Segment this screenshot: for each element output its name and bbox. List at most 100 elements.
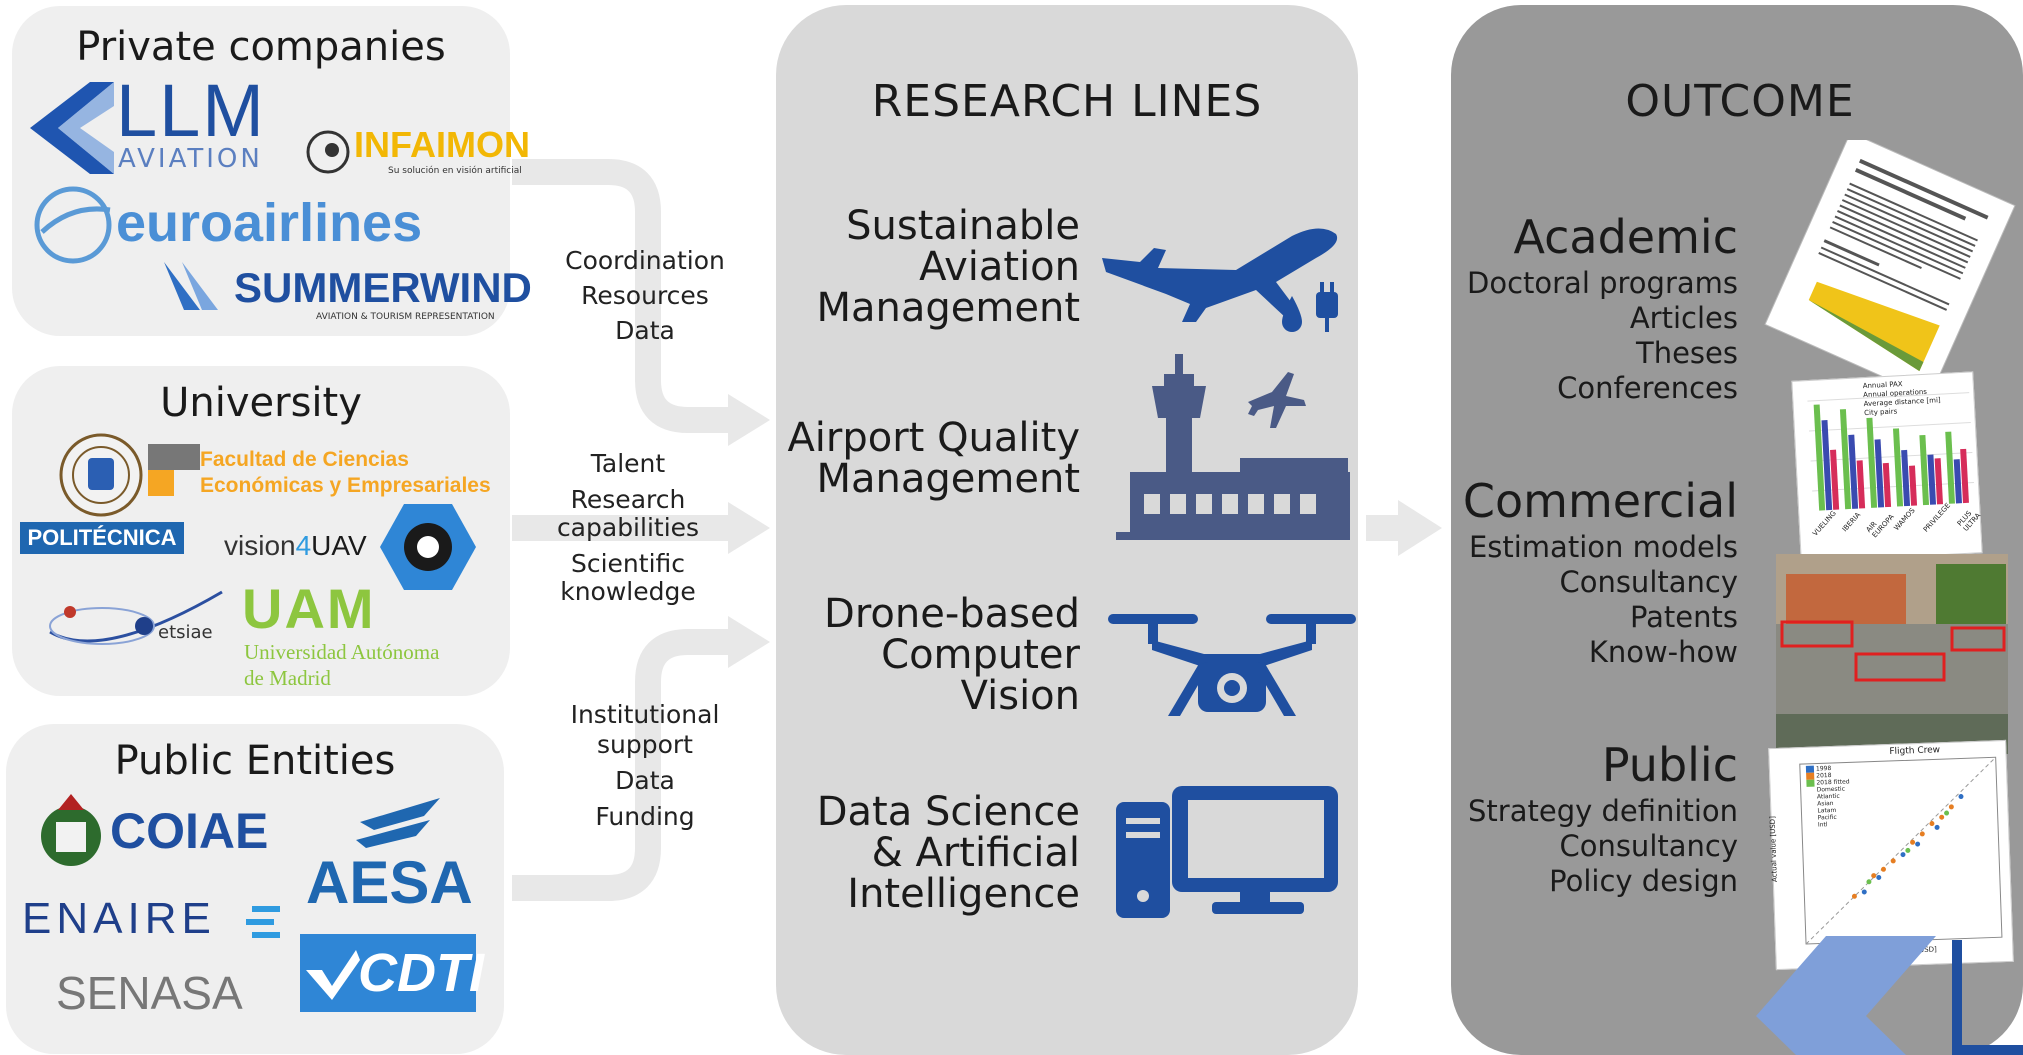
outcome-public-heading: Public (1601, 738, 1738, 792)
research-line-1-label-b: Aviation (919, 244, 1080, 290)
summerwind-tagline: AVIATION & TOURISM REPRESENTATION (316, 312, 495, 322)
bar-chart-thumbnail: Annual PAX Annual operations Average dis… (1791, 371, 1983, 563)
llm-logo: LLM (116, 69, 266, 152)
scatter-legend-9: Intl (1817, 821, 1828, 829)
cdti-logo: CDTI (300, 934, 484, 1012)
outcome-public-items: Strategy definition Consultancy Policy d… (1468, 794, 1738, 899)
research-line-4-label-b: & Artificial (871, 830, 1080, 876)
vision4uav-logo: vision4UAV (224, 530, 367, 562)
research-line-3-label-b: Computer (881, 632, 1080, 678)
senasa-logo: SENASA (56, 967, 243, 1019)
research-line-3-label: Drone-based Computer Vision (824, 594, 1080, 717)
outcome-public-item-1: Strategy definition (1468, 794, 1738, 828)
outcome-commercial-heading: Commercial (1462, 474, 1738, 528)
facultad-line1: Facultad de Ciencias (200, 448, 409, 471)
uam-logo: UAM (242, 577, 376, 640)
flow-university-1: Talent (590, 449, 666, 478)
vision4uav-b: 4 (295, 530, 312, 561)
outcome-commercial-item-2: Consultancy (1559, 565, 1738, 599)
upm-seal-icon (59, 433, 143, 517)
flow-university-3: Scientific knowledge (560, 549, 696, 606)
outcome-academic-heading: Academic (1513, 210, 1738, 264)
llm-aviation-text: AVIATION (118, 144, 263, 174)
etsiae-orbit-icon (49, 590, 223, 645)
private-companies-title: Private companies (76, 24, 446, 70)
cdti-check-icon (306, 950, 360, 1000)
euroairlines-logo: euroairlines (116, 192, 422, 254)
research-line-1-label: Sustainable Aviation Management (817, 206, 1081, 329)
flow-labels-university: Talent Research capabilities Scientific … (528, 450, 728, 606)
outcome-academic-items: Doctoral programs Articles Theses Confer… (1467, 266, 1738, 406)
research-line-4-label-a: Data Science (816, 789, 1080, 835)
llm-chevron-icon (30, 82, 114, 174)
scatter-thumb-legend: 1998 2018 2018 fitted Domestic Atlantic … (1805, 764, 1851, 829)
scatter-thumb-plot (1799, 756, 2003, 945)
airplane-icon (1102, 228, 1338, 332)
university-panel: University POLITÉCNICA Facultad de Cienc… (12, 366, 510, 696)
research-line-4-label: Data Science & Artificial Intelligence (817, 792, 1080, 915)
flow-public-3: Funding (595, 802, 695, 831)
research-line-1-label-a: Sustainable (846, 203, 1080, 249)
eye-icon (306, 130, 350, 174)
outcome-public-item-3: Policy design (1549, 864, 1738, 898)
coiae-logo: COIAE (110, 803, 269, 859)
private-companies-panel: Private companies LLM AVIATION INFAIMON … (12, 6, 532, 336)
research-line-4-label-c: Intelligence (847, 871, 1080, 917)
flow-private-3: Data (615, 316, 675, 345)
facultad-squares-icon (148, 444, 200, 496)
research-line-2-label-b: Management (816, 456, 1081, 502)
enaire-logo: ENAIRE (22, 894, 216, 943)
infaimon-logo: INFAIMON (354, 124, 530, 165)
vision4uav-a: vision (224, 530, 296, 561)
outcome-title: OUTCOME (1625, 76, 1855, 127)
outcome-academic-item-2: Articles (1629, 301, 1738, 335)
flow-public-2: Data (615, 766, 675, 795)
summerwind-wing-icon (164, 262, 218, 310)
coiae-crest-icon (41, 794, 101, 866)
enaire-lines-icon (246, 906, 280, 938)
flow-private-2: Resources (581, 281, 709, 310)
aesa-logo: AESA (306, 849, 473, 916)
research-line-1: Sustainable Aviation Management (780, 206, 1081, 336)
flow-labels-private: Coordination Resources Data (545, 243, 745, 348)
outcome-academic-item-3: Theses (1636, 336, 1738, 370)
public-entities-title: Public Entities (114, 738, 396, 784)
outcome-public: Public Strategy definition Consultancy P… (1450, 738, 1738, 918)
outcome-commercial-item-3: Patents (1629, 600, 1738, 634)
euroairlines-text: euroairlines (116, 193, 423, 253)
airport-tower-icon (1116, 354, 1350, 540)
flow-public-1: Institutional support (570, 700, 720, 759)
research-line-2-label: Airport Quality Management (787, 418, 1080, 500)
outcome-academic-item-4: Conferences (1557, 371, 1738, 405)
outcome-academic-item-1: Doctoral programs (1467, 266, 1738, 300)
bar-chart-thumb-legend: Annual PAX Annual operations Average dis… (1863, 378, 1942, 418)
public-entities-panel: Public Entities COIAE AESA ENAIRE CDTI S… (6, 724, 504, 1054)
flow-labels-public: Institutional support Data Funding (545, 700, 745, 832)
bar-chart-thumb-bars (1807, 392, 1974, 511)
vision4uav-hexagon-icon (380, 504, 476, 590)
research-line-3-label-a: Drone-based (824, 591, 1080, 637)
research-line-1-label-c: Management (816, 285, 1081, 331)
outcome-academic: Academic Doctoral programs Articles Thes… (1450, 210, 1738, 410)
research-line-2: Airport Quality Management (780, 418, 1080, 508)
cdti-text: CDTI (358, 943, 484, 1003)
research-line-3: Drone-based Computer Vision (780, 594, 1080, 724)
outcome-public-item-2: Consultancy (1559, 829, 1738, 863)
research-line-4: Data Science & Artificial Intelligence (780, 792, 1080, 922)
euroairlines-globe-icon (34, 186, 112, 264)
flow-university-2: Research capabilities (556, 485, 700, 542)
outcome-commercial-item-1: Estimation models (1468, 530, 1738, 564)
aesa-wing-icon (356, 798, 440, 848)
etsiae-logo: etsiae (158, 622, 213, 643)
computer-icon (1116, 786, 1338, 918)
research-line-2-label-a: Airport Quality (787, 415, 1080, 461)
research-line-3-label-c: Vision (960, 673, 1080, 719)
road-photo-thumbnail (1776, 554, 2008, 754)
llm-chevron-decoration-icon (1756, 936, 2023, 1055)
uam-line1: Universidad Autónoma (244, 640, 440, 664)
vision4uav-c: UAV (311, 530, 367, 561)
research-lines-title: RESEARCH LINES (871, 76, 1263, 127)
flow-private-1: Coordination (565, 246, 725, 275)
scatter-thumbnail: Fligth Crew 1998 2018 2018 fitted Domest… (1768, 739, 2014, 971)
